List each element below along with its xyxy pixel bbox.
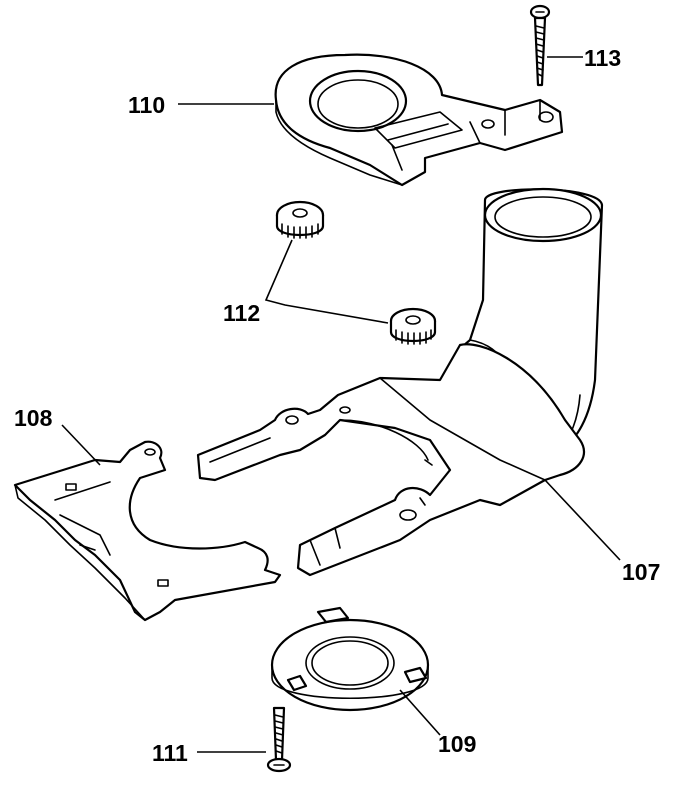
callout-109: 109 <box>438 731 476 757</box>
leader-lines <box>61 56 621 753</box>
part-111-screw <box>266 706 292 773</box>
callout-113: 113 <box>584 45 621 71</box>
part-108-side-plate <box>13 440 282 622</box>
part-113-screw <box>529 4 551 87</box>
part-112-nut-top <box>275 200 325 239</box>
leader-112 <box>264 239 389 324</box>
leader-108 <box>61 424 101 466</box>
leader-109 <box>399 689 441 736</box>
callout-107: 107 <box>622 559 660 585</box>
part-112-nut-bottom <box>389 307 437 345</box>
callout-111: 111 <box>152 740 188 766</box>
part-107-base-housing <box>196 187 604 577</box>
callout-110: 110 <box>128 92 165 118</box>
callout-108: 108 <box>14 405 53 431</box>
part-109-ring-adapter <box>270 606 430 712</box>
leader-107 <box>544 479 621 561</box>
callout-112: 112 <box>223 300 260 326</box>
part-110-guide-plate <box>274 53 564 187</box>
